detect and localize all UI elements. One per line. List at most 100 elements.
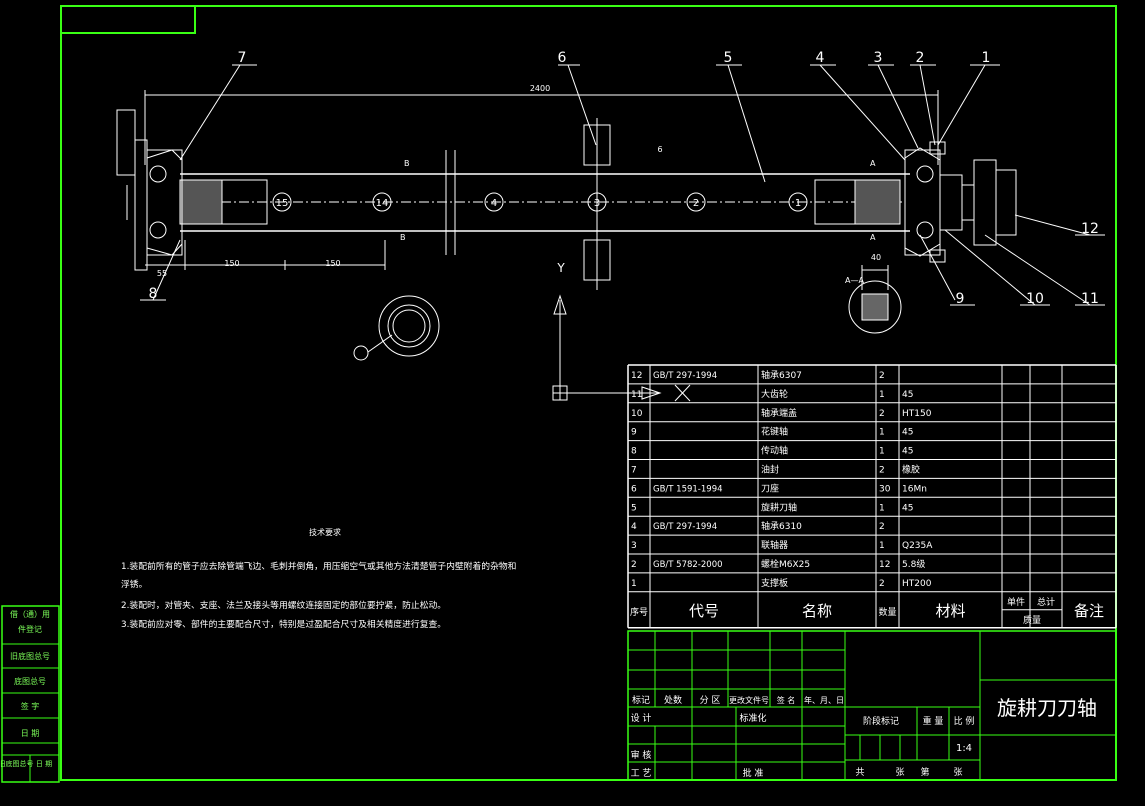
- strip-label-0: 借（通）用: [10, 609, 50, 619]
- tb-zhongliang: 重 量: [923, 715, 944, 727]
- bom-name: 联轴器: [761, 539, 788, 551]
- tech-line-4: 3.装配前应对零、部件的主要配合尺寸，特别是过盈配合尺寸及相关精度进行复查。: [121, 618, 446, 630]
- callout-6: 6: [558, 50, 567, 66]
- dimensions: 2400 55 150 150 40 6 B B A A A—A Y: [157, 84, 881, 285]
- callout-10: 10: [1026, 291, 1044, 307]
- view-y-label: Y: [556, 261, 565, 275]
- bom-no: 10: [631, 409, 643, 419]
- bom-header-material: 材料: [935, 602, 965, 620]
- strip-label-5: 日 期: [21, 729, 40, 738]
- title-block: 标记 处数 分 区 更改文件号 签 名 年、月、日 设 计 标准化 审 核 工 …: [627, 630, 1117, 781]
- bom-header-qty: 数量: [878, 606, 896, 618]
- bom-name: 刀座: [761, 482, 779, 494]
- strip-label-6: 旧底图总号: [0, 759, 34, 768]
- bom-header-unit: 单件: [1007, 596, 1025, 608]
- mark-a-top: A: [870, 159, 876, 168]
- tb-qianming: 签 名: [777, 695, 796, 705]
- tb-chushu: 处数: [664, 694, 682, 706]
- bom-no: 9: [631, 428, 637, 438]
- bom-material: 45: [902, 390, 913, 400]
- tb-zhang2: 张: [953, 767, 962, 778]
- left-strip: 借（通）用 件登记 旧底图总号 底图总号 签 字 日 期 旧底图总号 日 期: [0, 605, 60, 783]
- callout-5: 5: [724, 50, 733, 66]
- bom-qty: 1: [879, 503, 885, 513]
- callout-12: 12: [1081, 221, 1099, 237]
- bom-code: GB/T 297-1994: [653, 371, 717, 381]
- bom-qty: 1: [879, 428, 885, 438]
- station-markers: 15 14 4 3 2 1: [272, 192, 808, 212]
- shaft-assembly: [116, 64, 1105, 402]
- callouts: 1 2 3 4 5 6 7 8 9 10 11 12: [149, 50, 1099, 307]
- bom-no: 3: [631, 541, 637, 551]
- callout-8: 8: [149, 286, 158, 302]
- bom-material: 5.8级: [902, 558, 925, 570]
- station-label: 2: [693, 198, 699, 209]
- bom-header-remark: 备注: [1074, 602, 1104, 620]
- bom-material: Q235A: [902, 541, 933, 551]
- code-box: [60, 5, 196, 34]
- station-label: 14: [376, 198, 389, 209]
- bom-name: 花键轴: [761, 426, 788, 438]
- dim-150a: 150: [224, 259, 239, 268]
- bom-material: 45: [902, 503, 913, 513]
- station-label: 4: [491, 198, 497, 209]
- station-circle-3: [587, 192, 607, 212]
- callout-2: 2: [916, 50, 925, 66]
- callout-7: 7: [238, 50, 247, 66]
- bom-name: 支撑板: [761, 577, 788, 589]
- dim-overall: 2400: [530, 84, 550, 93]
- bom-name: 轴承6310: [761, 520, 802, 532]
- bom-name: 旋耕刀轴: [761, 501, 797, 513]
- bom-qty: 2: [879, 522, 885, 532]
- station-circle-15: [272, 192, 292, 212]
- bom-no: 4: [631, 522, 637, 532]
- bom-qty: 1: [879, 447, 885, 457]
- bom-name: 油封: [761, 464, 779, 476]
- tb-pizhun: 批 准: [743, 767, 764, 779]
- bom-no: 1: [631, 579, 637, 589]
- callout-3: 3: [874, 50, 883, 66]
- tb-bili: 比 例: [954, 715, 975, 727]
- bom-no: 8: [631, 447, 637, 457]
- bom-header-no: 序号: [630, 606, 648, 618]
- strip-label-4: 签 字: [21, 701, 40, 711]
- tb-sheji: 设 计: [631, 712, 652, 724]
- technical-requirements: 技术要求 1.装配前所有的管子应去除管端飞边、毛刺并倒角，用压缩空气或其他方法清…: [121, 527, 516, 630]
- tb-di: 第: [920, 766, 929, 778]
- station-label: 3: [594, 198, 600, 209]
- tb-biaozhun: 标准化: [739, 712, 766, 724]
- station-circle-2: [686, 192, 706, 212]
- bom-qty: 12: [879, 560, 890, 570]
- tech-line-1: 1.装配前所有的管子应去除管端飞边、毛刺并倒角，用压缩空气或其他方法清楚管子内壁…: [121, 560, 516, 572]
- bom-qty: 1: [879, 541, 885, 551]
- bom-name: 轴承端盖: [761, 407, 797, 419]
- mark-b-bot: B: [400, 233, 406, 242]
- bom-no: 11: [631, 390, 642, 400]
- bom-header-weight: 质量: [1023, 614, 1041, 626]
- tech-title: 技术要求: [309, 527, 341, 537]
- bom-name: 螺栓M6X25: [761, 558, 810, 570]
- bom-header-code: 代号: [689, 602, 719, 620]
- bom-material: 45: [902, 447, 913, 457]
- bom-code: GB/T 297-1994: [653, 522, 717, 532]
- mark-b-top: B: [404, 159, 410, 168]
- bom-qty: 2: [879, 579, 885, 589]
- strip-label-7: 日 期: [36, 760, 52, 768]
- dim-55: 55: [157, 269, 167, 278]
- station-label: 1: [795, 198, 801, 209]
- dim-150b: 150: [325, 259, 340, 268]
- strip-label-2: 旧底图总号: [10, 651, 50, 661]
- tech-line-2: 浮锈。: [121, 578, 147, 590]
- mark-a-bot: A: [870, 233, 876, 242]
- bom-material: 45: [902, 428, 913, 438]
- bom-no: 6: [631, 484, 637, 494]
- bom-material: HT150: [902, 409, 932, 419]
- callout-1: 1: [982, 50, 991, 66]
- bom-header-total: 总计: [1037, 596, 1055, 608]
- tb-date: 年、月、日: [804, 695, 844, 705]
- section-aa-label: A—A: [845, 276, 864, 285]
- bom-material: 16Mn: [902, 484, 927, 494]
- tb-biaoji: 标记: [632, 694, 650, 706]
